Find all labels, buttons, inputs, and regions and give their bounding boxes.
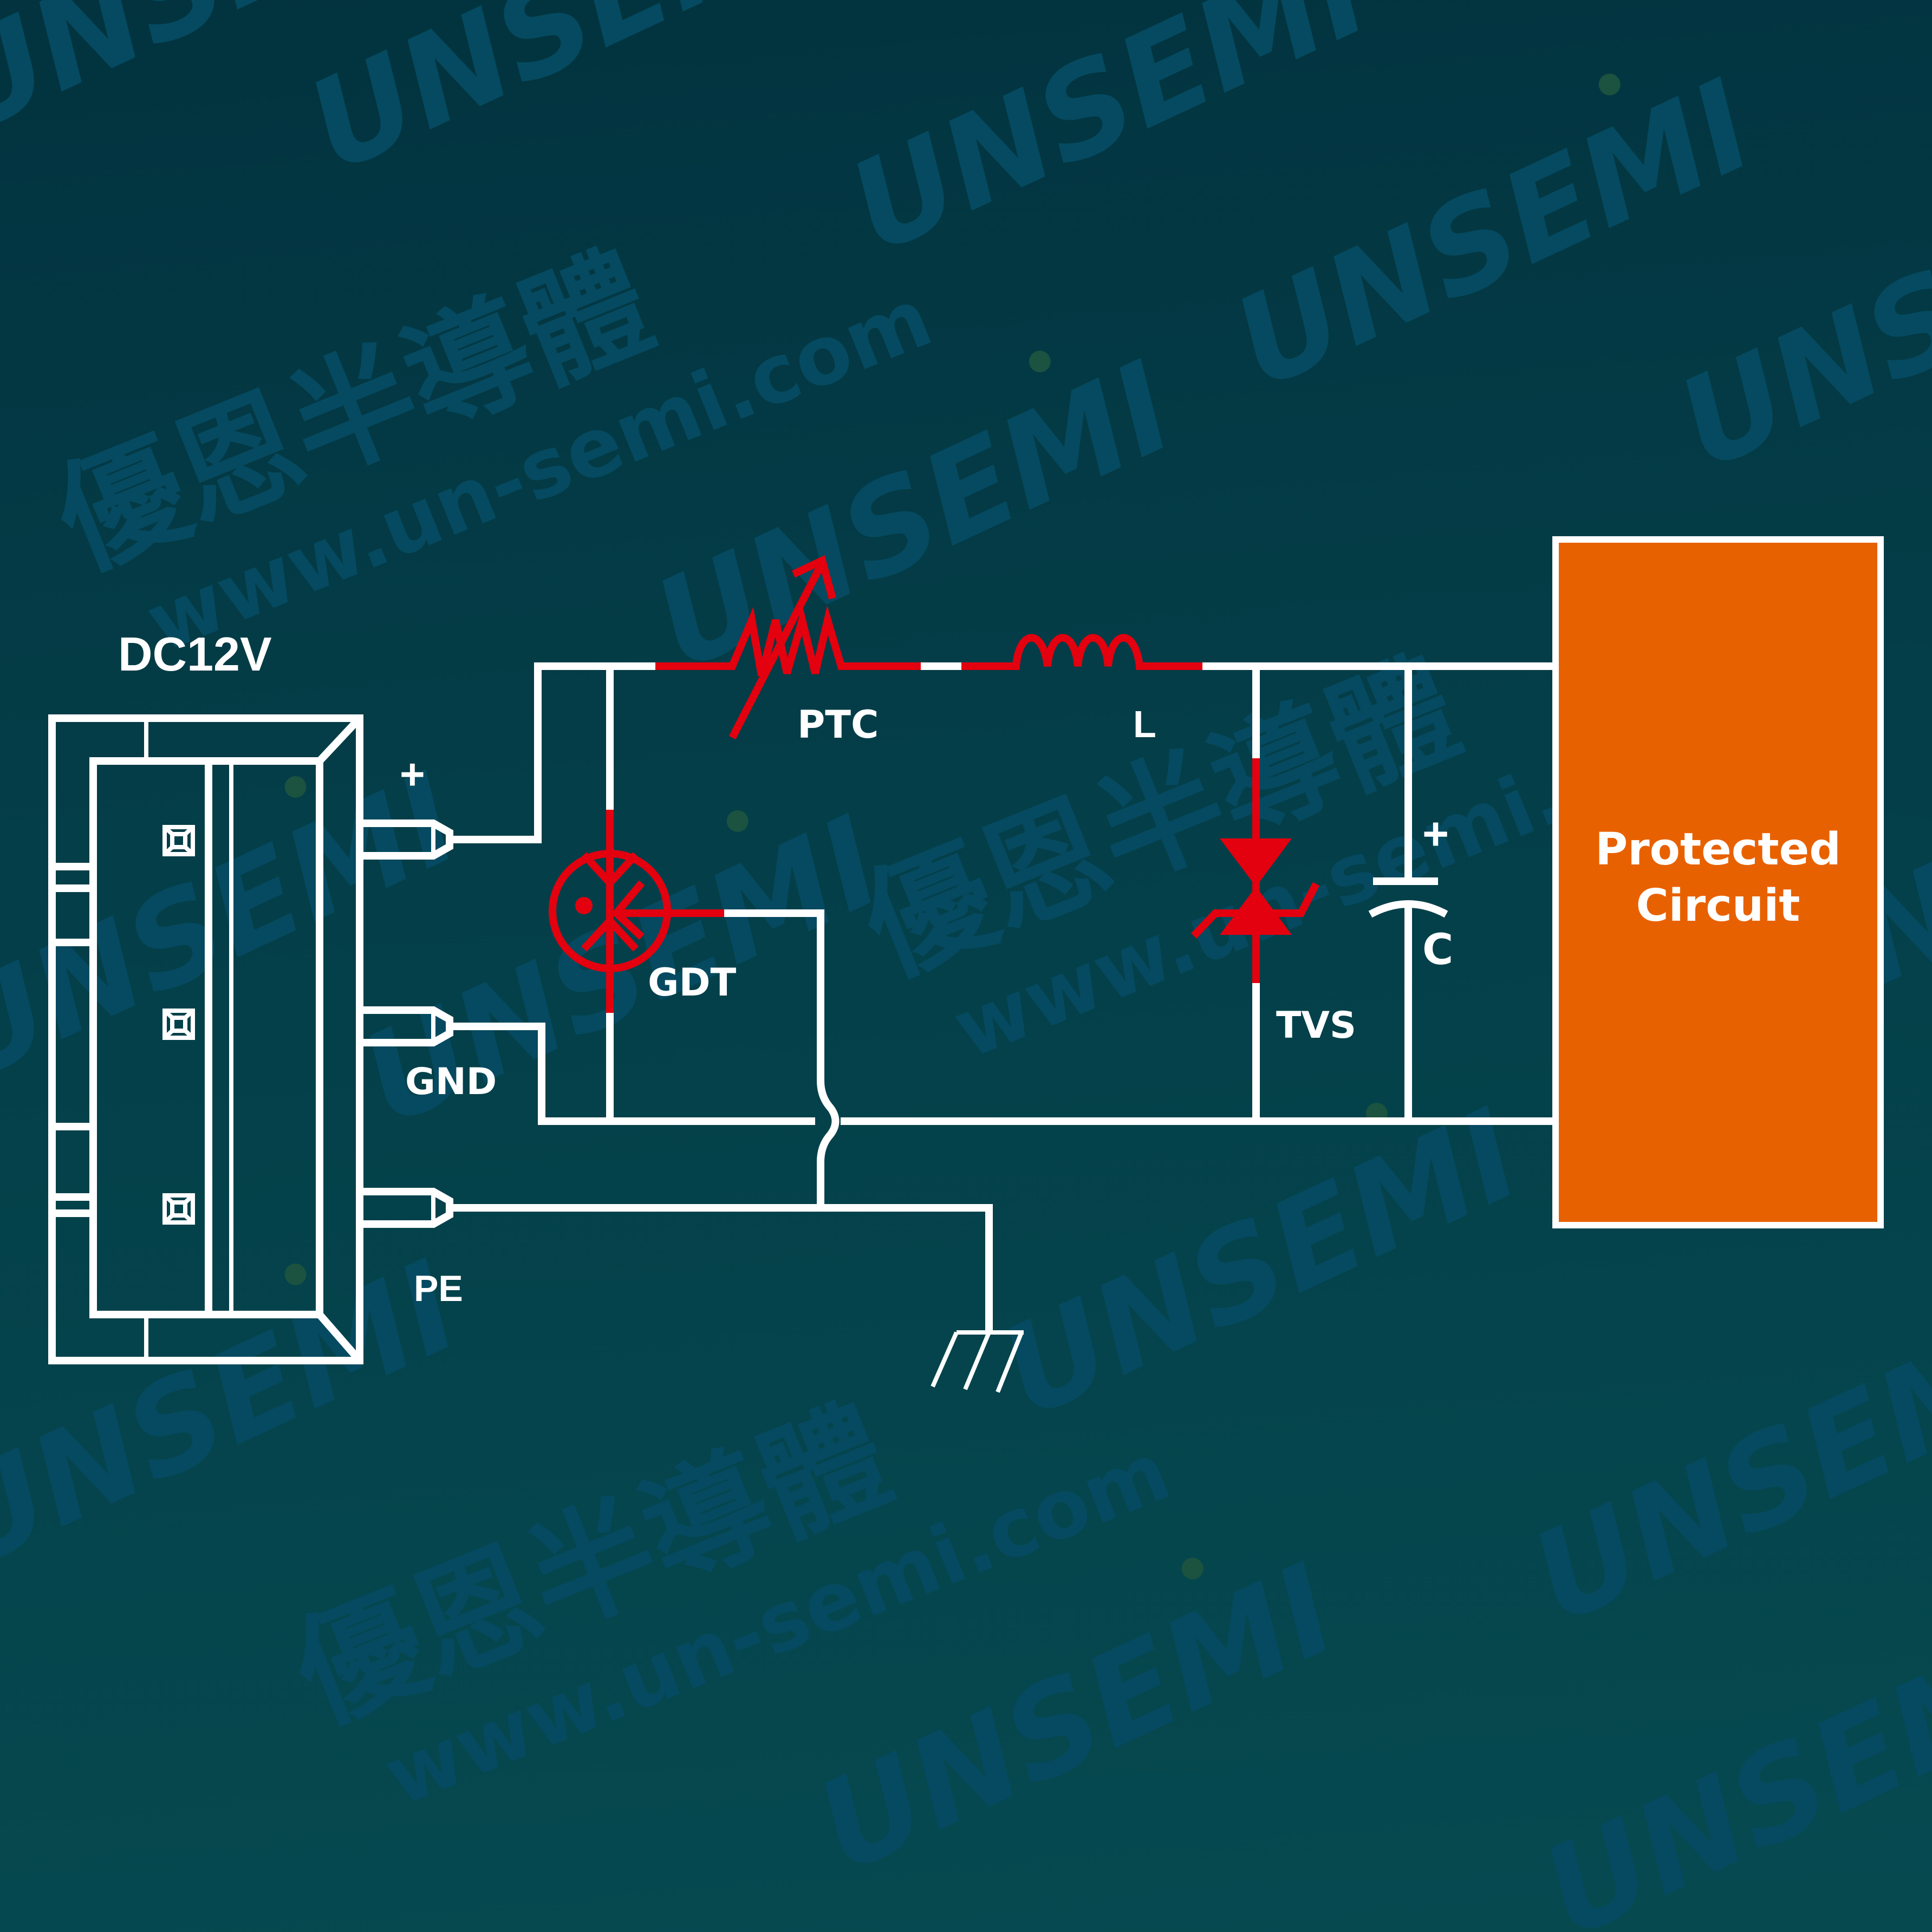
capacitor-icon	[1368, 877, 1448, 918]
tvs-label: TVS	[1276, 1004, 1356, 1047]
dc-connector	[48, 714, 453, 1364]
svg-text:UNSEMI: UNSEMI	[1511, 1288, 1932, 1652]
screw-icon	[162, 825, 195, 856]
svg-text:UNSEMI: UNSEMI	[980, 1082, 1540, 1446]
capacitor-polarity-label: +	[1422, 808, 1449, 859]
source-label: DC12V	[118, 627, 272, 681]
watermark-logo: UNSEMI	[0, 1234, 479, 1598]
ground-rail	[450, 1023, 815, 1125]
protected-circuit-block: Protected Circuit	[1552, 536, 1884, 1228]
tvs-diode-icon	[1191, 758, 1320, 983]
inductor-label: L	[1133, 703, 1156, 745]
gdt-label: GDT	[648, 960, 737, 1005]
watermark-logo: UNSEMI	[1522, 1602, 1932, 1932]
gdt-icon	[549, 810, 724, 1013]
svg-text:UNSEMI: UNSEMI	[1522, 1602, 1932, 1932]
ptc-label: PTC	[797, 702, 879, 747]
protected-circuit-label-line2: Circuit	[1636, 880, 1800, 932]
pe-rail	[450, 1204, 993, 1332]
terminal-plus-label: +	[400, 750, 425, 798]
terminal-pe-label: PE	[414, 1268, 463, 1309]
inductor-icon	[961, 634, 1202, 670]
watermark-logo: UNSEMI	[1511, 1288, 1932, 1652]
screw-icon	[162, 1193, 195, 1225]
svg-text:UNSEMI: UNSEMI	[829, 0, 1389, 282]
positive-rail	[450, 662, 655, 843]
terminal-gnd-label: GND	[405, 1061, 497, 1103]
watermark-logo: UNSEMI	[829, 0, 1389, 282]
svg-text:UNSEMI: UNSEMI	[0, 1234, 479, 1598]
pe-wire	[724, 909, 840, 1211]
capacitor-label: C	[1422, 926, 1453, 974]
watermark-logo: UNSEMI	[287, 0, 847, 200]
screw-icon	[162, 1009, 195, 1040]
svg-text:UNSEMI: UNSEMI	[287, 0, 847, 200]
ptc-thermistor-icon	[655, 555, 921, 740]
pin-pe	[360, 1188, 453, 1228]
wiring	[450, 662, 1556, 1332]
earth-ground-icon	[931, 1330, 1024, 1393]
protected-circuit-label-line1: Protected	[1595, 824, 1841, 875]
